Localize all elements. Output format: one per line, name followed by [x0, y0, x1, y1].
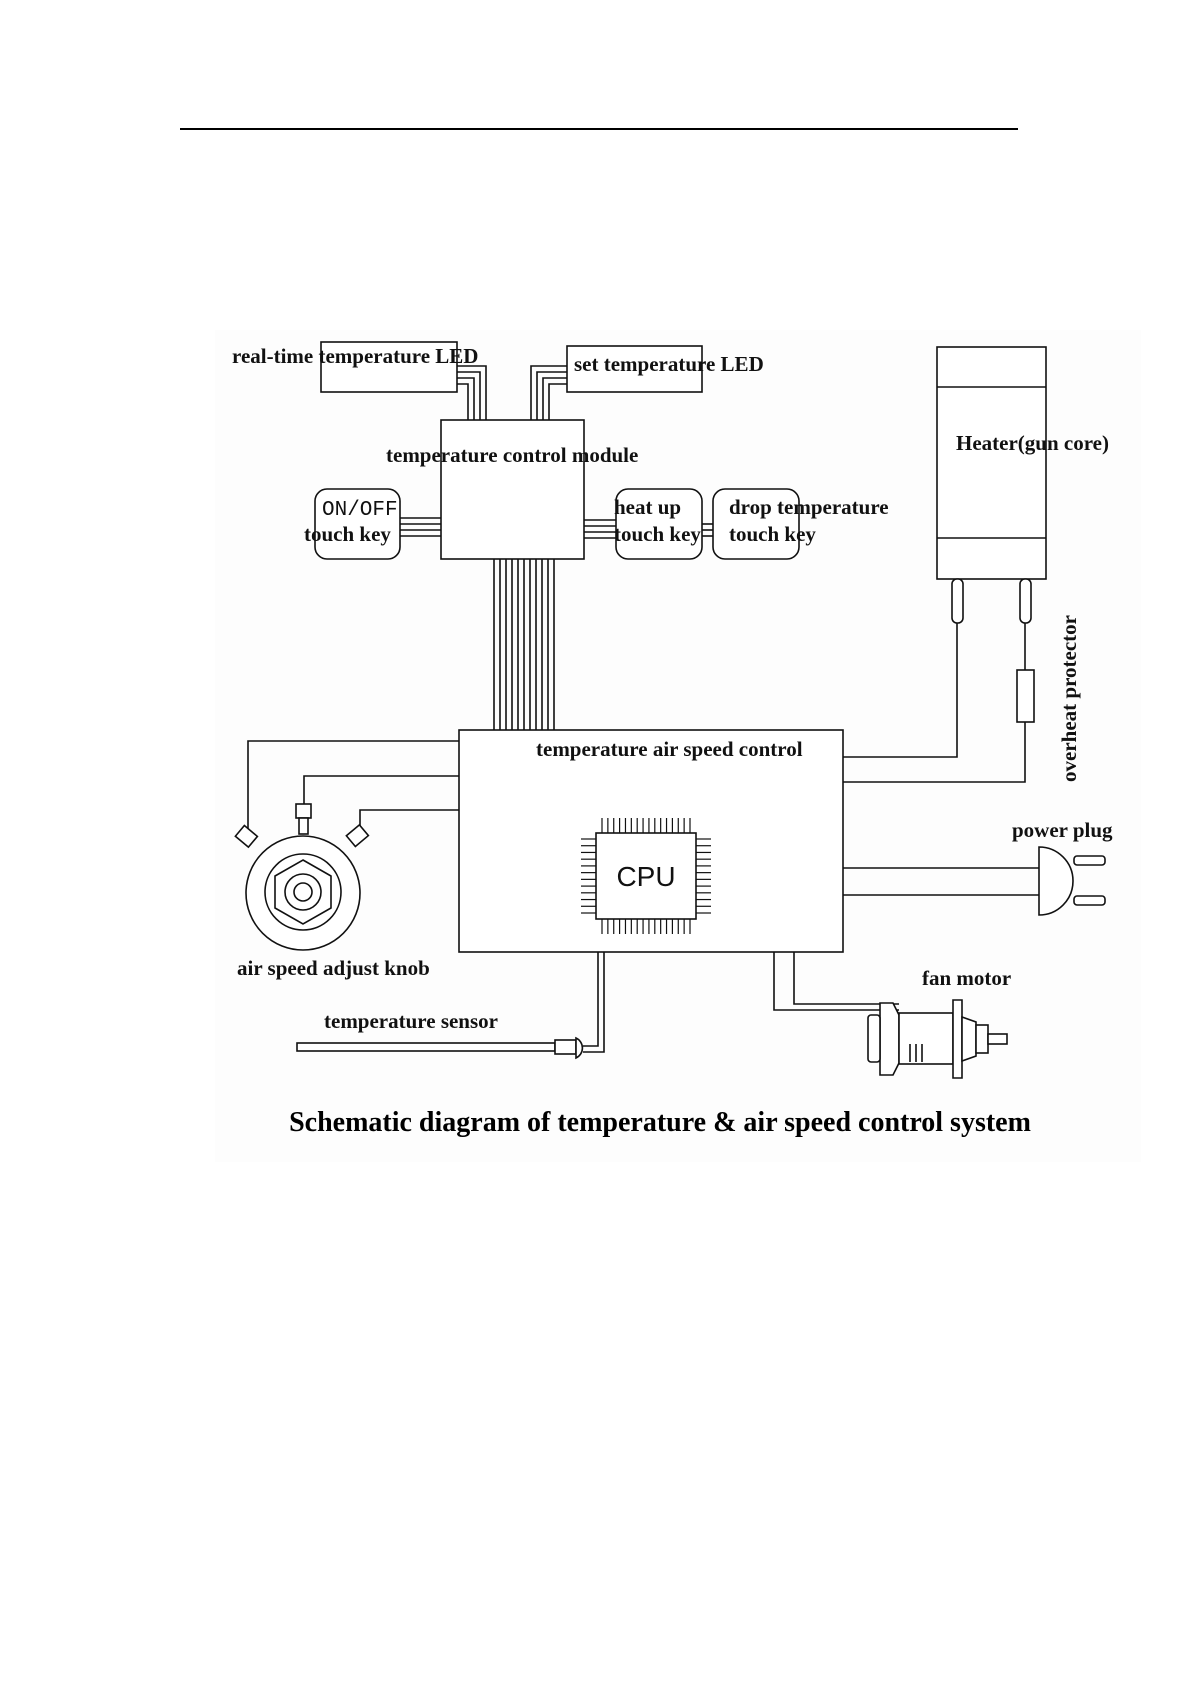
label-heatup-line2: touch key — [614, 522, 701, 546]
diagram-caption: Schematic diagram of temperature & air s… — [289, 1107, 1031, 1138]
temperature-control-module-box — [440, 419, 585, 560]
fan-motor — [773, 952, 1008, 1079]
label-temp-sensor: temperature sensor — [324, 1009, 498, 1033]
power-plug — [843, 846, 1106, 916]
label-power-plug: power plug — [1012, 818, 1113, 842]
label-overheat: overheat protector — [1057, 615, 1081, 782]
heater — [843, 346, 1047, 783]
temperature-sensor — [296, 952, 605, 1060]
led-wires — [457, 365, 567, 420]
onoff-wires — [400, 517, 441, 537]
label-control-module: temperature control module — [386, 443, 638, 467]
label-knob: air speed adjust knob — [237, 956, 430, 980]
label-air-speed-control: temperature air speed control — [536, 737, 803, 761]
label-realtime-led: real-time temperature LED — [232, 344, 478, 368]
cpu-chip — [581, 818, 711, 934]
top-rule — [180, 128, 1018, 130]
realtime-led-box — [320, 341, 458, 393]
label-set-led: set temperature LED — [574, 352, 764, 376]
module-bus — [493, 559, 555, 730]
drop-temperature-touch-key-box — [712, 488, 800, 560]
label-drop-line2: touch key — [729, 522, 816, 546]
label-onoff-line2: touch key — [304, 522, 391, 546]
heat-up-wires — [584, 519, 713, 539]
air-speed-knob — [234, 740, 459, 951]
label-drop-line1: drop temperature — [729, 495, 889, 519]
label-heater: Heater(gun core) — [956, 431, 1109, 455]
label-onoff-line1: ON/OFF — [322, 499, 398, 522]
label-heatup-line1: heat up — [614, 495, 681, 519]
set-led-box — [566, 345, 703, 393]
label-cpu: CPU — [616, 861, 675, 892]
label-fan-motor: fan motor — [922, 966, 1011, 990]
